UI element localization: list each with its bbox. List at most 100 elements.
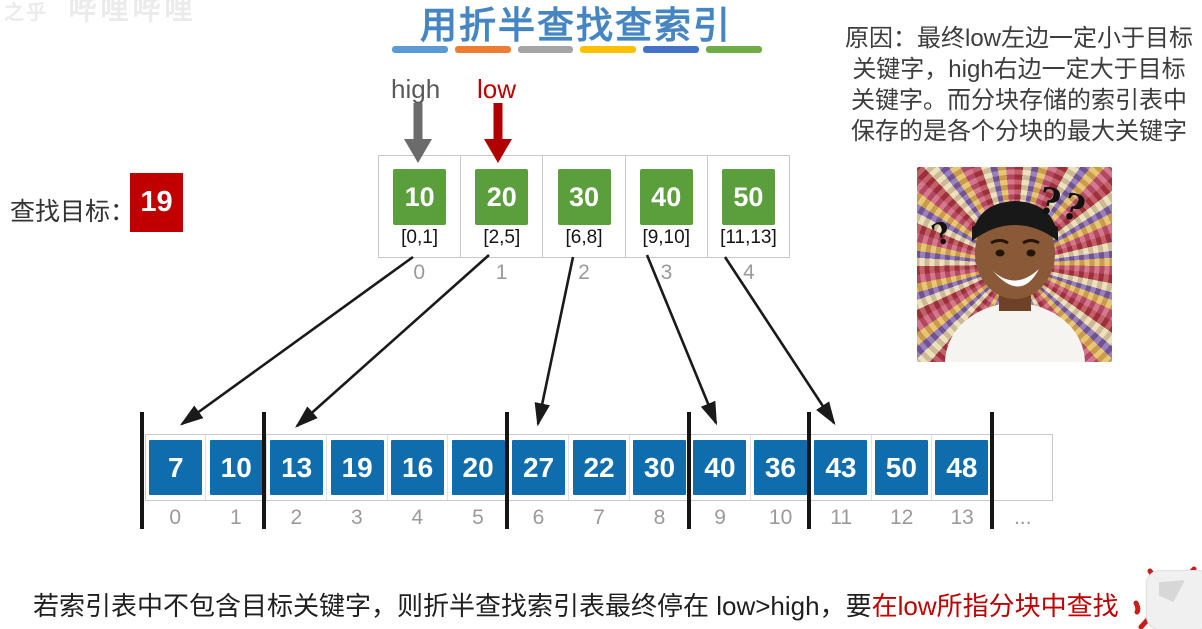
block-divider [990,412,994,529]
bottom-note-red: 在low所指分块中查找 [871,591,1119,621]
index-key-box: 50 [721,169,775,225]
array-value-box: 50 [874,440,928,495]
array-cell: 36 [751,435,812,500]
index-table-cell: 10[0,1] [379,156,462,257]
array-value-box: 22 [572,440,626,495]
array-value-box: 13 [270,440,324,495]
title-underline-bar [454,46,511,53]
title-underline-bars [392,46,762,53]
array-cell: 22 [569,435,630,500]
index-key-box: 10 [393,169,447,225]
index-key-box: 30 [557,169,611,225]
array-value-box: 43 [814,440,868,495]
array-index-label: 0 [169,506,182,529]
array-cell [993,435,1052,500]
array-cell: 30 [630,435,691,500]
index-table-cell: 30[6,8] [543,156,626,257]
array-index-label: 12 [889,506,914,529]
confused-man-meme-image: ? ? ? [917,167,1112,362]
index-range-label: [6,8] [565,227,603,248]
reason-line: 保存的是各个分块的最大关键字 [851,118,1187,145]
block-divider [807,412,811,529]
array-value-box: 27 [512,440,566,495]
array-value-box: 40 [693,440,747,495]
array-index-label: 5 [472,506,484,529]
index-key-box: 40 [639,169,693,225]
array-cell: 43 [811,435,872,500]
array-index-label: 3 [351,506,363,529]
index-table: 10[0,1]20[2,5]30[6,8]40[9,10]50[11,13] [378,155,790,258]
reason-paragraph: 原因：最终low左边一定小于目标 关键字，high右边一定大于目标 关键字。而分… [838,23,1200,147]
high-pointer-arrow [404,103,432,163]
title-underline-bar [706,46,762,53]
watermark-text: 哔哩哔哩 [68,0,197,25]
index-position-label: 0 [413,261,426,284]
index-position-label: 3 [660,261,673,284]
index-range-label: [11,13] [720,227,777,248]
array-index-label: ... [1013,506,1032,529]
reason-line: 关键字，high右边一定大于目标 [852,56,1186,83]
index-table-cell: 50[11,13] [708,156,789,257]
array-index-label: 7 [593,506,605,529]
bottom-note-black: 若索引表中不包含目标关键字，则折半查找索引表最终停在 low>high，要 [33,591,872,621]
index-range-label: [9,10] [642,227,690,248]
array-cell: 19 [327,435,388,500]
array-index-label: 1 [229,506,242,529]
array-index-label: 2 [290,506,303,529]
array-value-box: 36 [753,440,807,495]
array-value-box: 7 [149,440,203,495]
title-underline-bar [580,46,637,53]
bottom-note: 若索引表中不包含目标关键字，则折半查找索引表最终停在 low>high，要在lo… [33,586,1183,623]
array-index-label: 10 [768,506,793,529]
title-underline-bar [643,46,700,53]
array-cell: 13 [267,435,328,500]
array-index-label: 11 [830,506,853,529]
reason-line: 关键字。而分块存储的索引表中 [851,87,1187,114]
index-position-label: 2 [578,261,590,284]
cursor-control[interactable] [1146,570,1202,629]
index-table-indices: 0 1 2 3 4 [378,261,790,285]
array-cell: 48 [932,435,993,500]
block-divider [687,412,691,529]
index-table-cell: 40[9,10] [626,156,708,257]
array-cell: 40 [690,435,751,500]
index-table-cell: 20[2,5] [461,156,544,257]
watermark-logo: 之乎 [4,2,48,24]
low-pointer-label: low [477,74,517,104]
array-cell: 16 [388,435,449,500]
search-target-value: 19 [130,173,183,232]
array-cell: 7 [146,435,207,500]
array-value-box: 20 [451,440,505,495]
low-pointer-arrow [484,103,512,163]
search-target-label: 查找目标： [10,198,136,226]
array-index-label: 4 [411,506,424,529]
array-cell: 27 [509,435,570,500]
block-divider [505,412,509,529]
array-index-label: 8 [653,506,666,529]
array-index-label: 13 [950,506,974,529]
high-pointer-label: high [391,74,441,104]
index-position-label: 4 [742,261,755,284]
array-cell: 10 [206,435,267,500]
array-value-box: 30 [632,440,686,495]
array-cell: 20 [448,435,509,500]
array-index-label: 9 [714,506,726,529]
watermark: 之乎 哔哩哔哩 [4,0,196,28]
index-range-label: [0,1] [401,227,439,248]
index-range-label: [2,5] [483,227,521,248]
array-cell: 50 [872,435,933,500]
block-divider [140,412,144,529]
array-value-box: 10 [209,440,263,495]
page-title: 用折半查找查索引 [420,5,732,46]
index-key-box: 20 [475,169,529,225]
array-index-label: 6 [532,506,545,529]
array-value-box: 19 [330,440,384,495]
block-divider [262,412,266,529]
array-value-box: 48 [935,440,989,495]
index-position-label: 1 [495,261,508,284]
reason-line: 原因：最终low左边一定小于目标 [844,25,1193,52]
title-underline-bar [392,46,448,53]
